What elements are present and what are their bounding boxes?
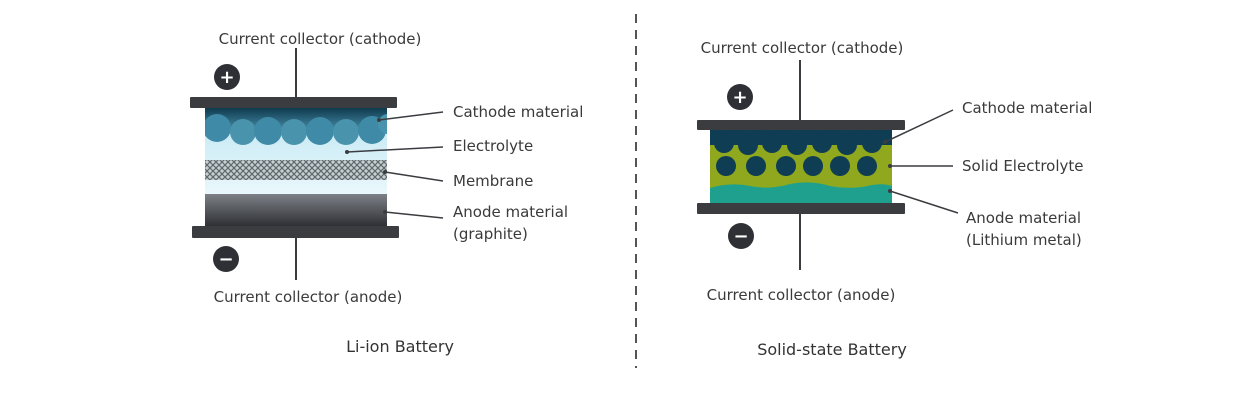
- li-anode-label-line1: Anode material: [453, 203, 568, 221]
- li-membrane-leader: [384, 171, 444, 182]
- svg-text:+: +: [219, 67, 234, 88]
- li-bottom-collector-label: Current collector (anode): [214, 288, 403, 306]
- ss-top-collector-plate: [697, 120, 905, 130]
- solid-state-battery: + − Current collector (cathode) Cathode …: [697, 39, 1092, 359]
- svg-text:−: −: [733, 226, 748, 247]
- li-anode-label-line2: (graphite): [453, 225, 528, 243]
- ss-bottom-collector-label: Current collector (anode): [707, 286, 896, 304]
- li-bottom-collector-plate: [192, 226, 399, 238]
- li-top-collector-plate: [190, 97, 397, 108]
- ss-anode-layer: [710, 182, 892, 204]
- li-top-collector-label: Current collector (cathode): [219, 30, 422, 48]
- li-minus-icon: −: [213, 246, 239, 272]
- li-anode-leader: [384, 211, 444, 219]
- li-cathode-label: Cathode material: [453, 103, 583, 121]
- ss-cathode-layer: [710, 129, 892, 155]
- ss-anode-label-line2: (Lithium metal): [966, 231, 1082, 249]
- li-membrane-layer: [205, 160, 387, 180]
- ss-minus-icon: −: [728, 223, 754, 249]
- ss-electrolyte-label: Solid Electrolyte: [962, 157, 1084, 175]
- ss-bottom-collector-plate: [697, 203, 905, 214]
- li-electrolyte-leader: [346, 146, 444, 153]
- ss-cathode-particles: [716, 156, 877, 176]
- li-ion-battery: + − Current collector (cathode) Cathode …: [190, 30, 583, 356]
- li-cathode-leader: [378, 111, 444, 121]
- li-anode-layer: [205, 194, 387, 226]
- ss-cathode-label: Cathode material: [962, 99, 1092, 117]
- li-cathode-layer: [205, 108, 387, 145]
- svg-text:−: −: [218, 249, 233, 270]
- ss-anode-leader: [889, 190, 959, 214]
- ss-top-collector-label: Current collector (cathode): [701, 39, 904, 57]
- ss-anode-label-line1: Anode material: [966, 209, 1081, 227]
- li-membrane-label: Membrane: [453, 172, 533, 190]
- li-electrolyte-label: Electrolyte: [453, 137, 533, 155]
- ss-cathode-leader: [884, 109, 954, 143]
- svg-text:+: +: [732, 87, 747, 108]
- li-plus-icon: +: [214, 64, 240, 90]
- li-ion-caption: Li-ion Battery: [346, 337, 454, 356]
- ss-plus-icon: +: [727, 84, 753, 110]
- solid-state-caption: Solid-state Battery: [757, 340, 907, 359]
